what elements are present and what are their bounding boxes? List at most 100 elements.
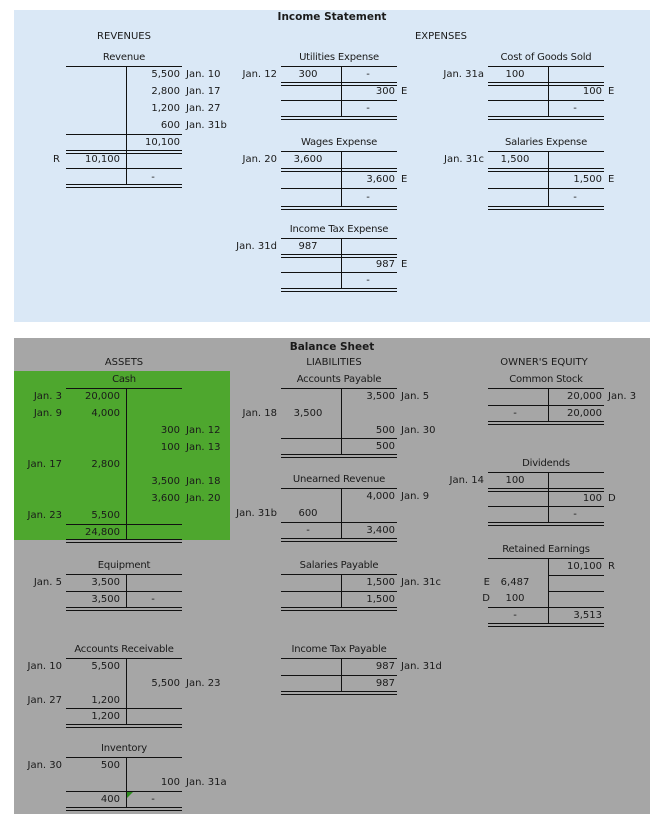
debit-amount: 5,500 (91, 510, 120, 521)
date-label: Jan. 3 (33, 391, 62, 402)
account-name: Wages Expense (300, 137, 378, 148)
debit-balance: 400 (100, 794, 120, 805)
credit-amount: 5,500 (151, 69, 180, 80)
date-label: Jan. 20 (186, 493, 221, 504)
account-name: Dividends (522, 458, 570, 469)
final-balance: - (573, 192, 577, 203)
final-balance: - (366, 275, 370, 286)
date-label: Jan. 5 (401, 391, 430, 402)
closing-credit: 3,600 (366, 174, 395, 185)
account-name: Salaries Expense (504, 137, 588, 148)
date-label: Jan. 14 (449, 475, 485, 486)
closing-label: E (608, 174, 615, 185)
account-name: Unearned Revenue (292, 474, 386, 485)
date-label: Jan. 23 (27, 510, 63, 521)
balance-row: 3,500- (66, 591, 182, 608)
closing-label: E (483, 577, 490, 588)
credit-amount: 3,500 (151, 476, 180, 487)
balance-row: 1,500 (281, 591, 397, 608)
credit-amount: 3,500 (366, 391, 395, 402)
debit-amount: 2,800 (91, 459, 120, 470)
credit-balance: 3,400 (366, 525, 395, 536)
final-balance: - (573, 103, 577, 114)
final-balance: - (151, 172, 155, 183)
closing-label: E (401, 86, 408, 97)
ledger-row: 3,500 Jan. 18 (66, 473, 220, 490)
account-name: Equipment (97, 560, 151, 571)
date-label: Jan. 30 (401, 425, 436, 436)
final-row: - (66, 169, 182, 186)
credit-amount: - (366, 69, 370, 80)
date-label: Jan. 31d (236, 241, 277, 252)
credit-balance: 500 (375, 441, 395, 452)
date-label: Jan. 12 (186, 425, 221, 436)
date-label: Jan. 3 (608, 391, 637, 402)
debit-balance: 3,500 (91, 594, 120, 605)
account-name: Cash (112, 374, 136, 385)
final-row: - (281, 189, 397, 206)
balance-row: 500 (281, 438, 397, 455)
date-label: Jan. 20 (242, 154, 278, 165)
ledger-row: 20,000 Jan. 3 (488, 388, 636, 405)
closing-label: E (401, 174, 408, 185)
balance-row: - 20,000 (488, 405, 604, 422)
closing-label: D (608, 493, 616, 504)
debit-balance: 1,200 (91, 711, 120, 722)
closing-credit: 300 (375, 86, 395, 97)
final-balance: - (366, 103, 370, 114)
date-label: Jan. 18 (186, 476, 221, 487)
debit-amount: 500 (100, 760, 120, 771)
credit-amount: 100 (160, 442, 180, 453)
account-name: Cost of Goods Sold (500, 52, 592, 63)
credit-amount: 987 (375, 661, 395, 672)
debit-amount: 3,600 (293, 154, 323, 165)
balance-row: 1,200 (66, 708, 182, 725)
income-statement-title: Income Statement (277, 11, 387, 23)
closing-label: R (608, 561, 615, 572)
credit-amount: 20,000 (567, 391, 602, 402)
final-balance: - (573, 509, 577, 520)
debit-amount: 6,487 (500, 577, 530, 588)
closing-row: 300 E (281, 83, 407, 100)
credit-amount: 300 (160, 425, 180, 436)
account-name: Salaries Payable (299, 560, 379, 571)
credit-amount: 3,600 (151, 493, 180, 504)
assets-header: ASSETS (104, 357, 144, 368)
cell-comment-marker-icon (127, 792, 133, 798)
ledger-row: 3,500 Jan. 5 (281, 388, 429, 405)
ledger-row: 10,100 R (488, 558, 615, 575)
account-name: Income Tax Payable (291, 644, 387, 655)
balance-row: 24,800 (66, 524, 182, 541)
balance-row: 987 (281, 675, 397, 692)
date-label: Jan. 10 (186, 69, 221, 80)
expenses-header: EXPENSES (414, 31, 467, 42)
credit-balance: 20,000 (567, 408, 602, 419)
credit-amount: 10,100 (567, 561, 602, 572)
date-label: Jan. 9 (33, 408, 62, 419)
ledger-row: 3,600 Jan. 20 (66, 490, 220, 507)
income-statement-section (14, 10, 650, 322)
date-label: Jan. 27 (27, 695, 63, 706)
debit-balance: - (513, 408, 517, 419)
